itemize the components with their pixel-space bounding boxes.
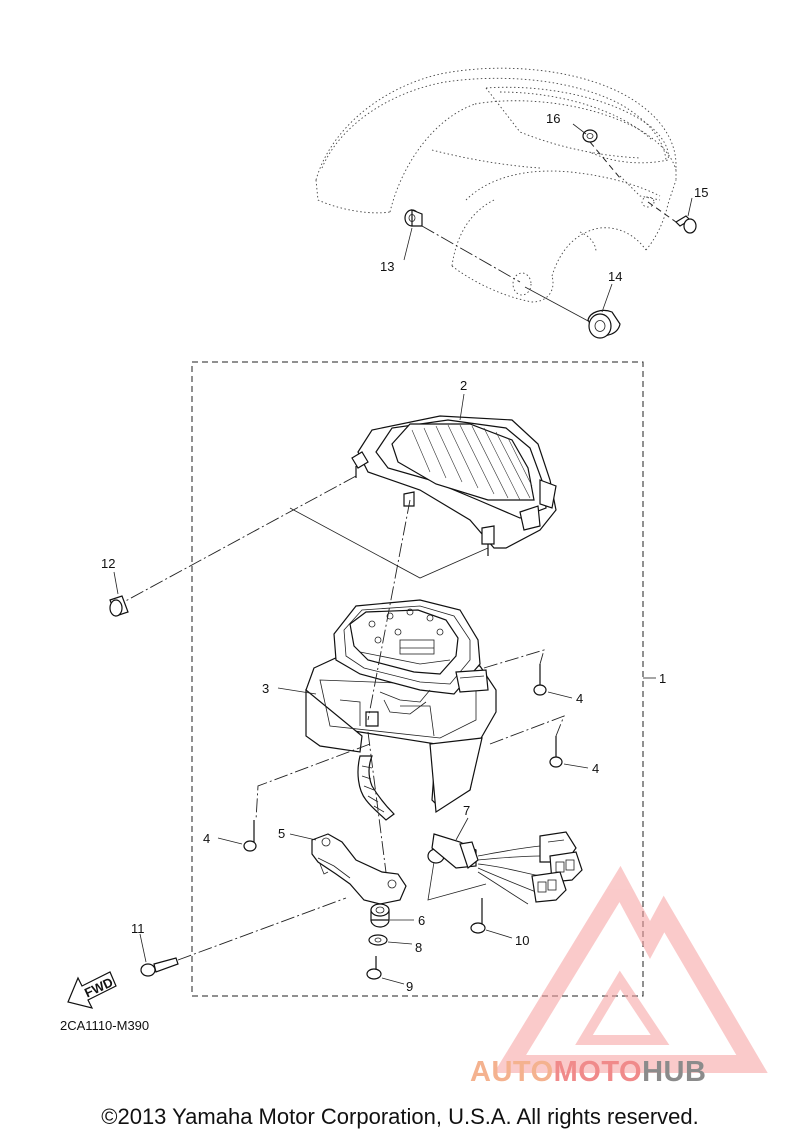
label-part-5: 5 <box>278 826 285 841</box>
label-part-3: 3 <box>262 681 269 696</box>
label-part-6: 6 <box>418 913 425 928</box>
label-part-10: 10 <box>515 933 529 948</box>
label-part-8: 8 <box>415 940 422 955</box>
fwd-label: FWD <box>82 974 115 1000</box>
label-part-11: 11 <box>131 921 145 936</box>
drawing-code: 2CA1110-M390 <box>60 1018 149 1033</box>
brand-watermark: AUTOMOTOHUB <box>470 1056 706 1089</box>
bolt-11 <box>140 957 179 977</box>
copyright-notice: ©2013 Yamaha Motor Corporation, U.S.A. A… <box>101 1104 699 1129</box>
wire-harness-7 <box>427 831 583 905</box>
label-part-4-upper: 4 <box>576 691 583 706</box>
label-part-4-lower: 4 <box>203 831 210 846</box>
assembly-boundary <box>191 361 644 997</box>
meter-lens-2 <box>351 415 557 556</box>
collar-13 <box>404 209 423 227</box>
brand-auto: AUTO <box>470 1056 554 1088</box>
brand-moto: MOTO <box>553 1056 643 1088</box>
screw-10 <box>470 898 486 934</box>
label-part-2: 2 <box>460 378 467 393</box>
brand-hub: HUB <box>642 1056 707 1088</box>
label-part-7: 7 <box>463 803 470 818</box>
grommet-14 <box>587 309 621 339</box>
label-part-14: 14 <box>608 269 622 284</box>
screw-9 <box>366 956 382 980</box>
screw-4-middle <box>549 736 563 768</box>
headlight-cowl-outline <box>315 67 677 303</box>
label-part-16: 16 <box>546 111 560 126</box>
label-part-12: 12 <box>101 556 115 571</box>
label-part-1: 1 <box>659 671 666 686</box>
label-part-15: 15 <box>694 185 708 200</box>
bracket-5 <box>311 833 407 905</box>
screw-4-lower <box>243 820 257 852</box>
label-part-9: 9 <box>406 979 413 994</box>
fwd-arrow-icon <box>67 971 117 1009</box>
automotohub-logo-icon <box>493 865 768 1073</box>
screw-4-upper <box>533 664 547 696</box>
grommet-16 <box>582 129 598 143</box>
meter-housing-3 <box>305 599 497 821</box>
label-part-13: 13 <box>380 259 394 274</box>
washer-8 <box>368 934 388 946</box>
label-part-4-middle: 4 <box>592 761 599 776</box>
spacer-12 <box>109 595 129 617</box>
damper-6 <box>370 903 390 928</box>
screw-15 <box>675 215 697 234</box>
